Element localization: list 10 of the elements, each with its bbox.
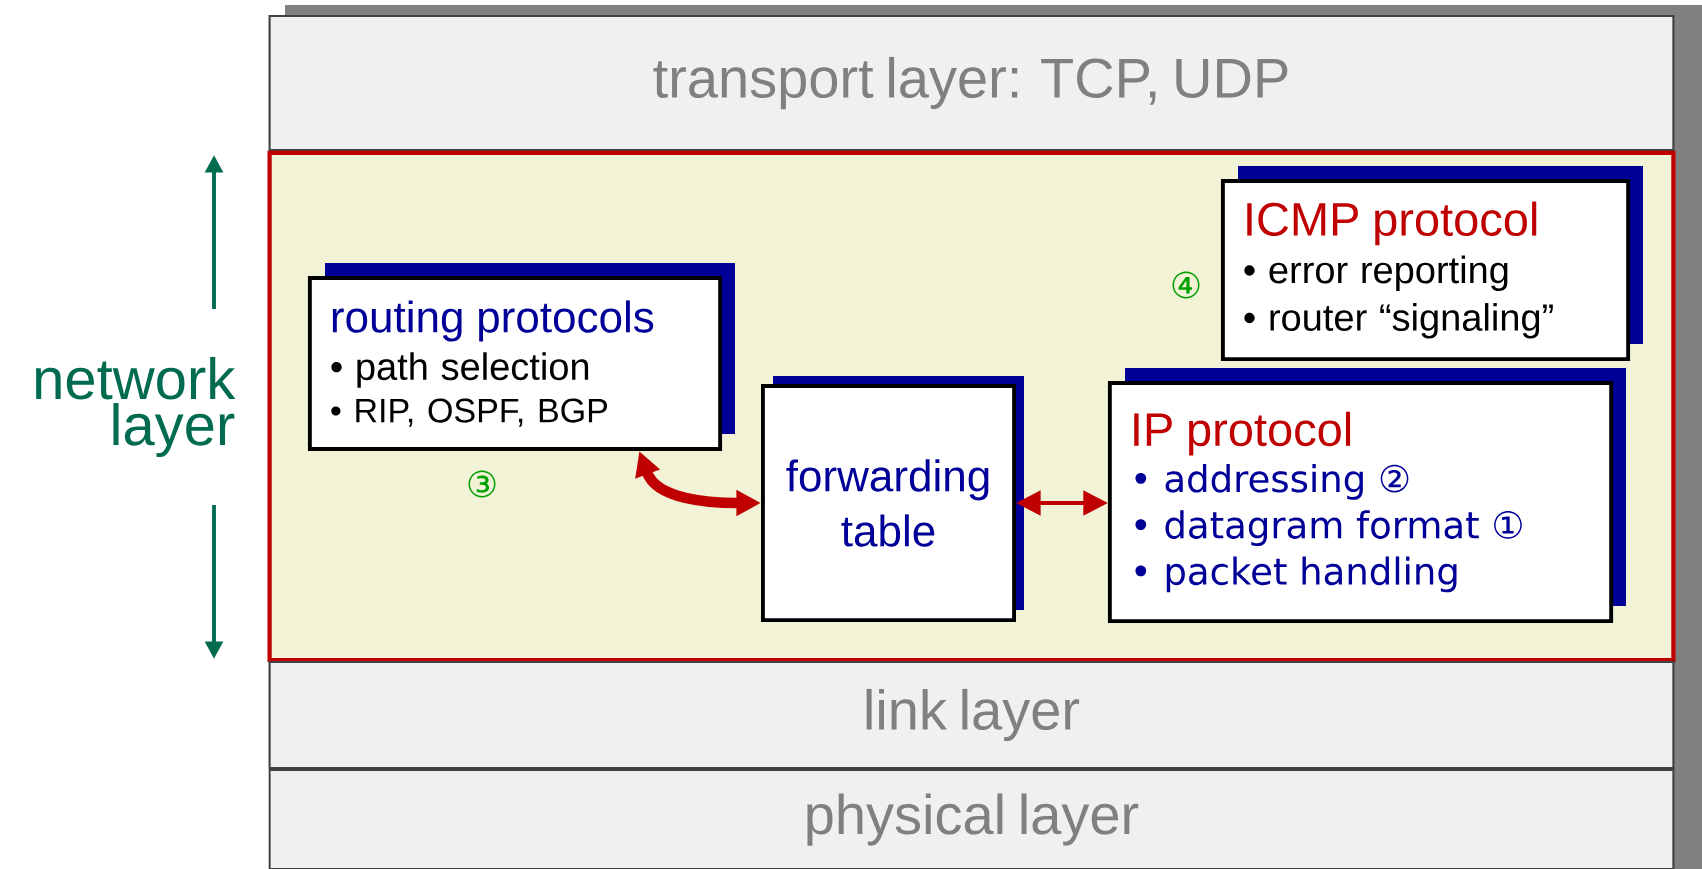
side-label: network layer (36, 356, 236, 458)
forwarding-table-box: forwarding table (761, 376, 1024, 622)
layer-band: link layer (268, 660, 1675, 770)
protocol-box: ICMP protocol • error reporting • router “signaling” (1220, 166, 1643, 361)
protocol-box: IP protocol • addressing ② • datagram format ① • packet handling (1107, 368, 1626, 623)
layer-band: physical layer (268, 768, 1675, 869)
protocol-box: routing protocols • path selection • RIP, OSPF, BGP (307, 263, 735, 451)
step-number: ③ (468, 470, 496, 498)
layer-band: transport layer: TCP, UDP (268, 14, 1675, 152)
step-number: ④ (1172, 271, 1200, 299)
